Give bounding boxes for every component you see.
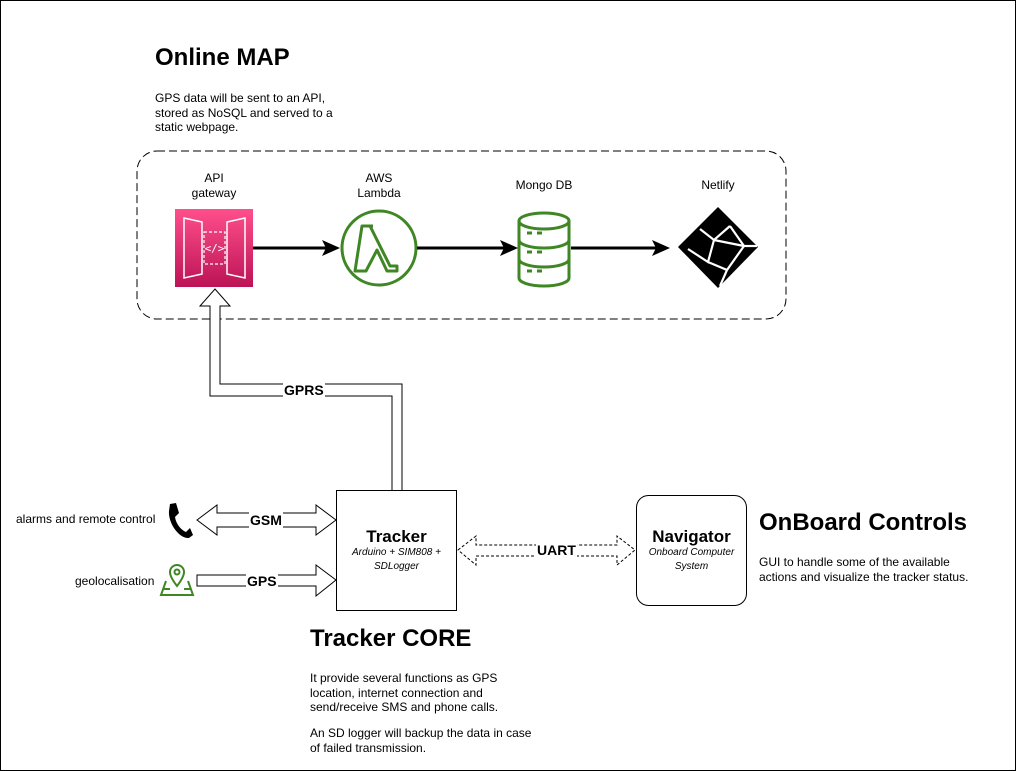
pipeline-arrows [253,240,670,256]
navigator-title: Navigator [652,527,731,546]
aws-lambda-label: AWS Lambda [357,171,401,200]
tracker-core-paragraph-1: It provide several functions as GPS loca… [310,671,499,714]
online-map-title: Online MAP [155,44,290,71]
tracker-subtitle: Arduino + SIM808 + SDLogger [352,547,441,572]
phone-icon [168,503,193,539]
online-map-description: GPS data will be sent to an API, stored … [155,91,333,134]
tracker-title: Tracker [366,527,427,546]
tracker-box [336,490,457,611]
alarms-label: alarms and remote control [16,512,156,526]
gprs-label: GPRS [283,382,325,398]
netlify-icon [678,207,758,288]
tracker-core-title: Tracker CORE [310,625,472,652]
gsm-label: GSM [249,512,283,528]
api-gateway-label: API gateway [191,171,237,200]
aws-lambda-icon [340,209,418,287]
svg-text:</>: </> [205,242,225,255]
navigator-subtitle: Onboard Computer System [648,547,735,572]
tracker-core-paragraph-2: An SD logger will backup the data in cas… [310,726,532,755]
map-pin-icon [159,564,195,596]
uart-label: UART [536,542,577,558]
gps-label: GPS [246,573,278,589]
onboard-controls-description: GUI to handle some of the available acti… [759,555,969,584]
online-map-group [136,150,787,320]
mongo-db-icon [517,211,571,288]
onboard-controls-title: OnBoard Controls [759,509,967,536]
api-gateway-icon: </> [175,209,253,287]
geolocalisation-label: geolocalisation [75,574,155,588]
navigator-box [636,495,747,606]
mongo-db-label: Mongo DB [515,178,573,192]
netlify-label: Netlify [701,178,735,192]
